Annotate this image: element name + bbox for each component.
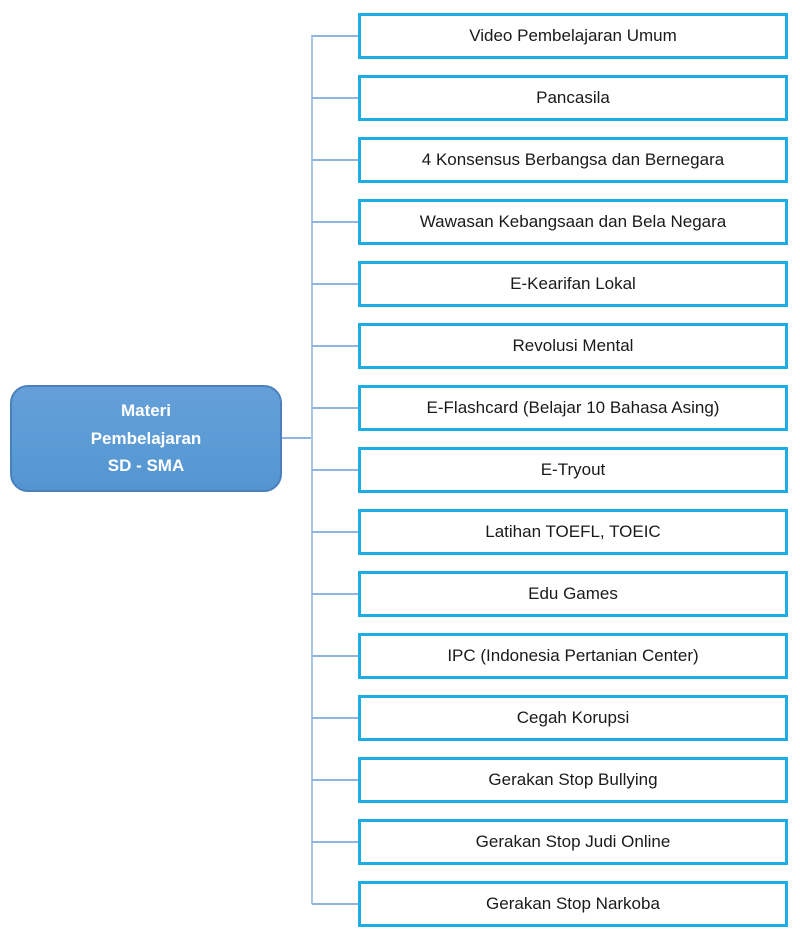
branch-row: E-Tryout	[312, 447, 788, 493]
node-gerakan-stop-bullying: Gerakan Stop Bullying	[358, 757, 788, 803]
node-label: Gerakan Stop Narkoba	[486, 893, 660, 913]
branch-row: 4 Konsensus Berbangsa dan Bernegara	[312, 137, 788, 183]
branch-row: Gerakan Stop Judi Online	[312, 819, 788, 865]
node-label: IPC (Indonesia Pertanian Center)	[447, 645, 699, 665]
node-label: E-Kearifan Lokal	[510, 273, 636, 293]
node-label: Edu Games	[528, 583, 618, 603]
node-label: Pancasila	[536, 87, 610, 107]
branch-row: E-Kearifan Lokal	[312, 261, 788, 307]
root-connector-line	[282, 437, 312, 439]
root-node-label: Materi Pembelajaran SD - SMA	[90, 401, 202, 476]
node-gerakan-stop-judi-online: Gerakan Stop Judi Online	[358, 819, 788, 865]
branch-row: Cegah Korupsi	[312, 695, 788, 741]
branch-connector-line	[312, 841, 358, 843]
branch-connector-line	[312, 655, 358, 657]
branch-connector-line	[312, 903, 358, 905]
node-e-kearifan-lokal: E-Kearifan Lokal	[358, 261, 788, 307]
branch-row: Revolusi Mental	[312, 323, 788, 369]
node-edu-games: Edu Games	[358, 571, 788, 617]
node-label: Gerakan Stop Bullying	[488, 769, 658, 789]
node-ipc-indonesia-pertanian-center: IPC (Indonesia Pertanian Center)	[358, 633, 788, 679]
branch-row: Gerakan Stop Bullying	[312, 757, 788, 803]
branch-row: Latihan TOEFL, TOEIC	[312, 509, 788, 555]
node-4-konsensus-berbangsa-dan-bernegara: 4 Konsensus Berbangsa dan Bernegara	[358, 137, 788, 183]
branch-connector-line	[312, 593, 358, 595]
node-label: Revolusi Mental	[512, 335, 634, 355]
branch-connector-line	[312, 159, 358, 161]
node-label: E-Flashcard (Belajar 10 Bahasa Asing)	[426, 397, 720, 417]
branch-row: IPC (Indonesia Pertanian Center)	[312, 633, 788, 679]
node-e-flashcard: E-Flashcard (Belajar 10 Bahasa Asing)	[358, 385, 788, 431]
branch-row: Video Pembelajaran Umum	[312, 13, 788, 59]
branch-connector-line	[312, 779, 358, 781]
node-label: Cegah Korupsi	[516, 707, 630, 727]
node-label: E-Tryout	[540, 459, 606, 479]
branch-connector-line	[312, 345, 358, 347]
node-revolusi-mental: Revolusi Mental	[358, 323, 788, 369]
node-label: Video Pembelajaran Umum	[469, 25, 677, 45]
node-label: Gerakan Stop Judi Online	[475, 831, 671, 851]
branch-list: Video Pembelajaran Umum Pancasila 4 Kons…	[312, 13, 788, 927]
node-video-pembelajaran-umum: Video Pembelajaran Umum	[358, 13, 788, 59]
node-gerakan-stop-narkoba: Gerakan Stop Narkoba	[358, 881, 788, 927]
root-node-materi-pembelajaran: Materi Pembelajaran SD - SMA	[10, 385, 282, 492]
node-pancasila: Pancasila	[358, 75, 788, 121]
branch-connector-line	[312, 35, 358, 37]
node-label: 4 Konsensus Berbangsa dan Bernegara	[421, 149, 725, 169]
branch-connector-line	[312, 221, 358, 223]
node-wawasan-kebangsaan-dan-bela-negara: Wawasan Kebangsaan dan Bela Negara	[358, 199, 788, 245]
branch-row: Gerakan Stop Narkoba	[312, 881, 788, 927]
branch-connector-line	[312, 469, 358, 471]
branch-row: Wawasan Kebangsaan dan Bela Negara	[312, 199, 788, 245]
node-label: Wawasan Kebangsaan dan Bela Negara	[419, 211, 727, 231]
node-label: Latihan TOEFL, TOEIC	[485, 521, 661, 541]
branch-connector-line	[312, 717, 358, 719]
branch-row: E-Flashcard (Belajar 10 Bahasa Asing)	[312, 385, 788, 431]
branch-row: Pancasila	[312, 75, 788, 121]
node-e-tryout: E-Tryout	[358, 447, 788, 493]
branch-row: Edu Games	[312, 571, 788, 617]
branch-connector-line	[312, 531, 358, 533]
node-latihan-toefl-toeic: Latihan TOEFL, TOEIC	[358, 509, 788, 555]
branch-connector-line	[312, 407, 358, 409]
branch-connector-line	[312, 97, 358, 99]
node-cegah-korupsi: Cegah Korupsi	[358, 695, 788, 741]
branch-connector-line	[312, 283, 358, 285]
